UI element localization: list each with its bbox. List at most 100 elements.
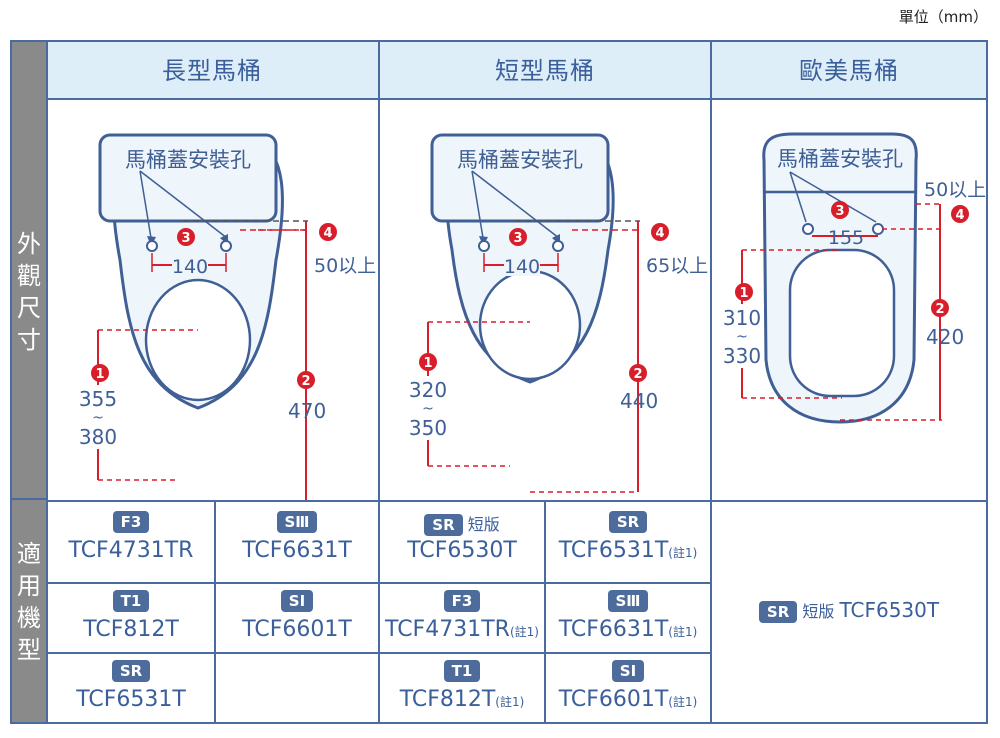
dim-4-value: 65以上: [646, 255, 708, 277]
pointer-line: [471, 170, 560, 239]
long-toilet-diagram: 馬桶蓋安裝孔 140 3 4 50以上 2 470 1 355 ~ 380: [76, 133, 376, 500]
marker-3: [509, 228, 527, 246]
series-badge: T1: [443, 660, 481, 682]
model-cell: SR 短版 TCF6530T: [712, 502, 986, 722]
model-number: TCF6601T: [242, 617, 352, 642]
dim-3-value: 140: [504, 256, 540, 278]
mounting-hole: [146, 240, 158, 252]
hole-label: 馬桶蓋安裝孔: [457, 148, 583, 172]
side-char: 外: [17, 230, 41, 258]
pointer-line: [789, 171, 807, 223]
divider: [46, 582, 710, 584]
marker-4-label: 4: [655, 226, 664, 241]
dim-1-bottom: 350: [409, 416, 447, 440]
model-cell: F3 TCF4731TR: [48, 502, 214, 582]
euro-toilet-diagram: 馬桶蓋安裝孔 155 3 4 50以上 2 420 1 310 ~ 330: [718, 132, 986, 424]
side-char: 觀: [17, 262, 41, 290]
series-badge: F3: [112, 511, 150, 533]
model-number: TCF6530T: [839, 598, 940, 622]
model-number: TCF6631T: [558, 617, 669, 642]
model-number: TCF812T: [83, 617, 179, 642]
marker-1-label: 1: [95, 367, 104, 382]
marker-1-label: 1: [739, 286, 748, 301]
marker-2: [297, 371, 315, 389]
divider: [46, 500, 986, 502]
hole-label: 馬桶蓋安裝孔: [125, 148, 251, 172]
short-version-note: 短版: [802, 602, 835, 621]
model-cell: SI TCF6601T(註1): [546, 654, 710, 722]
dim-label-bg: [406, 376, 452, 440]
model-cell: SR 短版 TCF6530T: [380, 502, 544, 582]
header-long-toilet: 長型馬桶: [46, 42, 378, 100]
marker-1: [91, 364, 109, 382]
pointer-line: [139, 170, 228, 239]
series-badge: T1: [112, 590, 150, 612]
side-char: 機: [17, 604, 41, 632]
toilet-bowl-opening: [144, 278, 252, 402]
marker-3-label: 3: [513, 231, 522, 246]
dim-1-tilde: ~: [422, 401, 434, 417]
model-cell: SⅢ TCF6631T: [216, 502, 378, 582]
divider: [214, 500, 216, 722]
pointer-line: [789, 171, 877, 223]
model-number: TCF4731TR: [385, 617, 510, 642]
marker-4: [651, 223, 669, 241]
footnote-ref: (註1): [509, 625, 539, 639]
model-cell: F3 TCF4731TR(註1): [380, 584, 544, 652]
dim-4-value: 50以上: [314, 255, 376, 277]
marker-4: [951, 205, 969, 223]
hole-label: 馬桶蓋安裝孔: [777, 147, 903, 171]
marker-4-label: 4: [955, 208, 964, 223]
pointer-line: [139, 170, 152, 239]
side-char: 型: [17, 636, 41, 664]
side-char: 適: [17, 540, 41, 568]
model-number: TCF6530T: [407, 538, 517, 563]
header-euro-toilet: 歐美馬桶: [712, 42, 986, 100]
mounting-hole: [802, 223, 814, 235]
footnote-ref: (註1): [668, 695, 698, 709]
header-short-toilet: 短型馬桶: [380, 42, 710, 100]
short-version-note: 短版: [467, 515, 500, 534]
short-toilet-diagram: 馬桶蓋安裝孔 140 3 4 65以上 2 440 1 320 ~ 350: [406, 133, 708, 493]
side-char: 尺: [17, 294, 41, 322]
toilet-bowl-opening: [788, 248, 896, 398]
dim-1-tilde: ~: [92, 410, 104, 426]
marker-2-label: 2: [633, 367, 642, 382]
model-number: TCF6631T: [242, 538, 352, 563]
divider: [710, 42, 712, 722]
unit-label: 單位（mm）: [898, 8, 988, 26]
model-number: TCF6531T: [558, 538, 669, 563]
dim-1-bottom: 380: [79, 425, 117, 449]
marker-1-label: 1: [423, 356, 432, 371]
dim-1-tilde: ~: [736, 329, 748, 345]
dim-2-value: 440: [620, 389, 658, 413]
model-number: TCF6531T: [76, 687, 186, 712]
marker-2-label: 2: [935, 302, 944, 317]
mounting-hole: [872, 223, 884, 235]
side-label-models: 適 用 機 型: [12, 500, 46, 722]
spec-table: 外 觀 尺 寸 適 用 機 型 長型馬桶 短型馬桶 歐美馬桶 馬桶蓋安裝孔 1 4: [10, 40, 988, 724]
divider: [544, 500, 546, 722]
series-badge: SR: [424, 514, 463, 536]
series-badge: F3: [443, 590, 481, 612]
model-cell: T1 TCF812T: [48, 584, 214, 652]
divider: [378, 42, 380, 722]
dim-1-bottom: 330: [723, 344, 761, 368]
series-badge: SⅢ: [607, 590, 649, 612]
dim-label-bg: [76, 385, 122, 449]
mounting-hole: [552, 240, 564, 252]
model-number: TCF6601T: [558, 687, 669, 712]
marker-3: [177, 228, 195, 246]
dim-1-top: 355: [79, 387, 117, 411]
dim-1-top: 320: [409, 378, 447, 402]
toilet-bowl-opening: [478, 269, 582, 381]
marker-1: [419, 353, 437, 371]
model-cell: SR TCF6531T: [48, 654, 214, 722]
footnote-ref: (註1): [495, 695, 525, 709]
dim-3-value: 155: [828, 227, 864, 249]
dim-label-bg: [504, 256, 540, 276]
marker-3: [831, 201, 849, 219]
marker-3-label: 3: [835, 204, 844, 219]
side-label-appearance: 外 觀 尺 寸: [12, 42, 46, 500]
side-char: 寸: [17, 326, 41, 354]
